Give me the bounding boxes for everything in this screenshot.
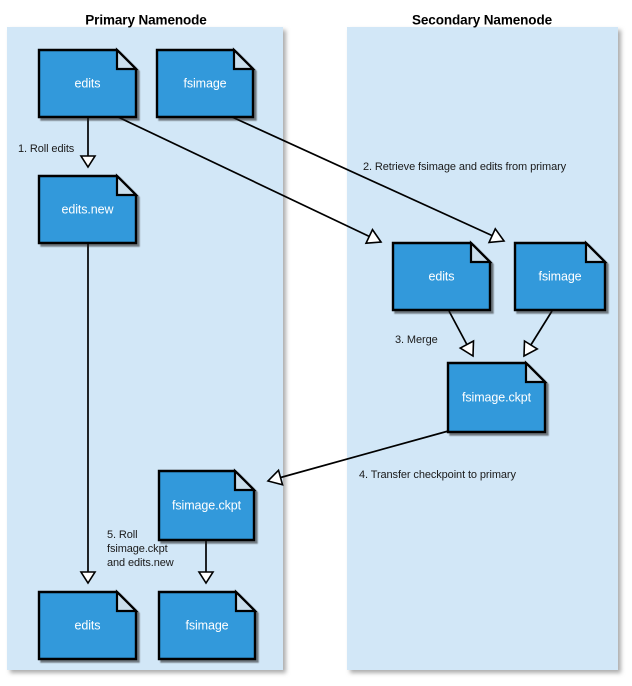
document-fold-icon <box>233 468 257 492</box>
step-label-line: 5. Roll <box>107 529 137 541</box>
document-primary-fsimage-ckpt[interactable]: fsimage.ckpt <box>157 468 257 542</box>
arrow-head-icon <box>364 228 383 245</box>
connector-line <box>231 116 505 242</box>
document-label: edits <box>75 77 101 91</box>
document-primary-edits-new[interactable]: edits.new <box>37 173 139 245</box>
arrow-head-icon <box>266 468 284 486</box>
document-label: edits <box>75 619 101 633</box>
panel-primary <box>7 27 283 670</box>
steps-layer: 1. Roll edits 2. Retrieve fsimage and edi… <box>18 143 567 569</box>
connector-conn-ckpt-to-fsimage-bottom <box>197 541 215 585</box>
step-label-step-4: 4. Transfer checkpoint to primary <box>359 469 516 481</box>
document-label: fsimage.ckpt <box>172 499 242 513</box>
document-label: edits <box>429 270 455 284</box>
document-fold-icon <box>232 47 256 71</box>
arrow-head-icon <box>79 571 97 585</box>
document-body <box>37 48 138 119</box>
document-secondary-fsimage[interactable]: fsimage <box>513 240 608 312</box>
connector-conn-sec-fsimage-to-ckpt <box>523 310 553 358</box>
document-body <box>391 241 492 312</box>
step-label-step-2: 2. Retrieve fsimage and edits from prima… <box>363 161 567 173</box>
arrow-head-icon <box>458 339 475 358</box>
arrow-head-icon <box>487 227 506 244</box>
connector-conn-edits-to-editsnew <box>79 118 97 169</box>
panel-secondary <box>347 27 618 670</box>
arrow-head-icon <box>79 155 97 169</box>
arrow-head-icon <box>523 339 539 358</box>
step-label-line: 3. Merge <box>395 334 438 346</box>
step-label-line: 1. Roll edits <box>18 143 75 155</box>
arrow-head-icon <box>197 571 215 585</box>
document-fold-icon <box>524 360 548 384</box>
panel-title-secondary: Secondary Namenode <box>412 13 553 28</box>
step-label-step-5: 5. Roll fsimage.ckpt and edits.new <box>107 529 174 569</box>
document-label: fsimage.ckpt <box>462 391 532 405</box>
document-fold-icon <box>115 173 139 197</box>
step-label-step-1: 1. Roll edits <box>18 143 75 155</box>
connectors-layer <box>79 116 553 585</box>
step-label-line: 2. Retrieve fsimage and edits from prima… <box>363 161 567 173</box>
document-fold-icon <box>234 589 258 613</box>
document-label: fsimage <box>185 619 228 633</box>
document-primary-edits-top[interactable]: edits <box>37 47 139 119</box>
titles-layer: Primary Namenode Secondary Namenode <box>85 13 552 28</box>
panels-layer <box>7 27 618 670</box>
step-label-line: fsimage.ckpt <box>107 543 168 555</box>
document-primary-edits-bottom[interactable]: edits <box>37 589 139 661</box>
document-fold-icon <box>469 240 493 264</box>
document-body <box>157 469 256 542</box>
document-fold-icon <box>115 589 139 613</box>
document-primary-fsimage-bottom[interactable]: fsimage <box>157 589 258 661</box>
document-body <box>157 590 257 661</box>
document-label: fsimage <box>183 77 226 91</box>
documents-layer: edits fsimage edits.new edits fsimage fsimage… <box>37 47 608 661</box>
document-body <box>446 361 547 434</box>
step-label-line: and edits.new <box>107 557 174 569</box>
document-secondary-fsimage-ckpt[interactable]: fsimage.ckpt <box>446 360 548 434</box>
connector-conn-fsimage-to-sec-fsimage <box>231 116 506 244</box>
connector-conn-edits-to-sec-edits <box>117 116 383 245</box>
document-body <box>155 48 255 119</box>
step-label-step-3: 3. Merge <box>395 334 438 346</box>
document-secondary-edits[interactable]: edits <box>391 240 493 312</box>
document-fold-icon <box>584 240 608 264</box>
panel-title-primary: Primary Namenode <box>85 13 207 28</box>
document-label: edits.new <box>62 203 115 217</box>
connector-conn-editsnew-to-edits-bottom <box>79 244 97 585</box>
connector-conn-ckpt-to-primary-ckpt <box>266 429 453 486</box>
document-body <box>37 174 138 245</box>
step-label-line: 4. Transfer checkpoint to primary <box>359 469 516 481</box>
document-primary-fsimage-top[interactable]: fsimage <box>155 47 256 119</box>
document-fold-icon <box>115 47 139 71</box>
document-label: fsimage <box>538 270 581 284</box>
connector-conn-sec-edits-to-ckpt <box>448 310 475 358</box>
document-body <box>513 241 607 312</box>
document-body <box>37 590 138 661</box>
connector-line <box>117 116 382 243</box>
connector-line <box>267 429 453 482</box>
